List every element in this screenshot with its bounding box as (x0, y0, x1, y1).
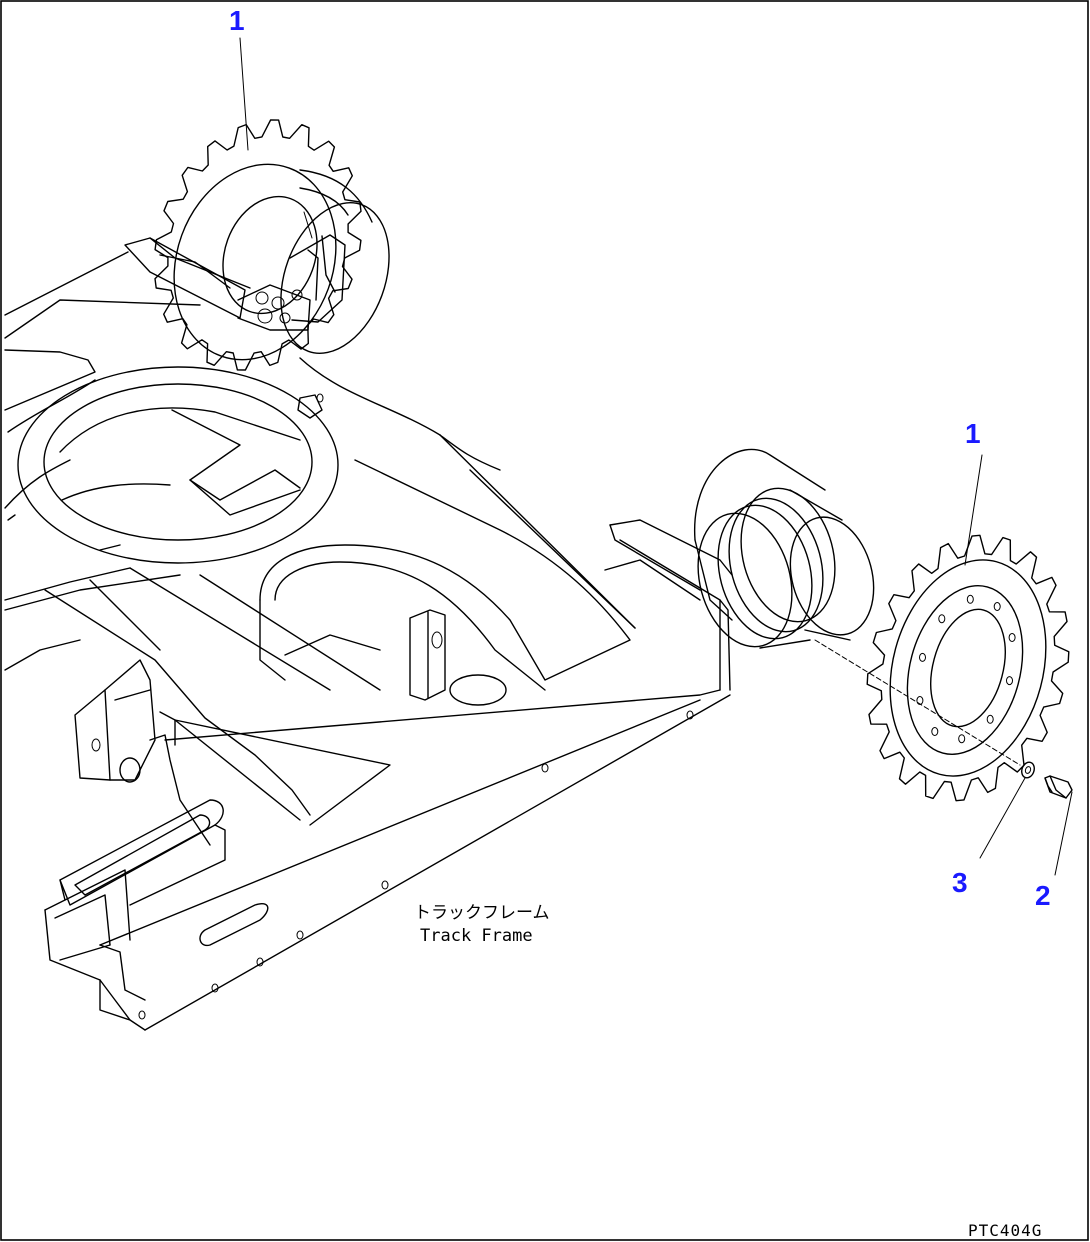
callout-bolt: 2 (1035, 880, 1051, 911)
sprocket-bolt-hole (1006, 676, 1013, 686)
sprocket-bolt-hole (938, 614, 946, 624)
leader-line-top-1 (239, 37, 249, 151)
sprocket-bolt-hole (1008, 633, 1016, 642)
leader-line-right-1 (964, 454, 983, 566)
sprocket-bolt-hole (931, 727, 939, 736)
bolt (1044, 775, 1073, 799)
sprocket-bolt-hole (993, 602, 1001, 611)
drawing-code: PTC404G (968, 1221, 1042, 1240)
top-sprocket (154, 119, 390, 371)
sprocket-bolt-hole (966, 594, 974, 604)
frame-label-japanese: トラックフレーム (414, 903, 550, 923)
sprocket-bolt-hole (958, 734, 966, 744)
frame-label-english: Track Frame (420, 926, 533, 946)
leader-line-3 (979, 777, 1026, 859)
track-frame (4, 251, 733, 1031)
callout-right-sprocket: 1 (965, 418, 981, 449)
final-drive-housing (694, 448, 875, 649)
sprocket-bolt-hole (919, 652, 926, 662)
callout-washer: 3 (952, 867, 968, 898)
sprocket-bolt-hole (916, 696, 924, 705)
drive-motor-top (124, 211, 346, 331)
leader-line-2 (1054, 791, 1073, 876)
assembly-center-line (814, 639, 1021, 766)
washer (1021, 761, 1035, 779)
callout-top-sprocket: 1 (229, 5, 245, 36)
right-sprocket (866, 534, 1070, 802)
sprocket-bolt-hole (986, 714, 994, 724)
